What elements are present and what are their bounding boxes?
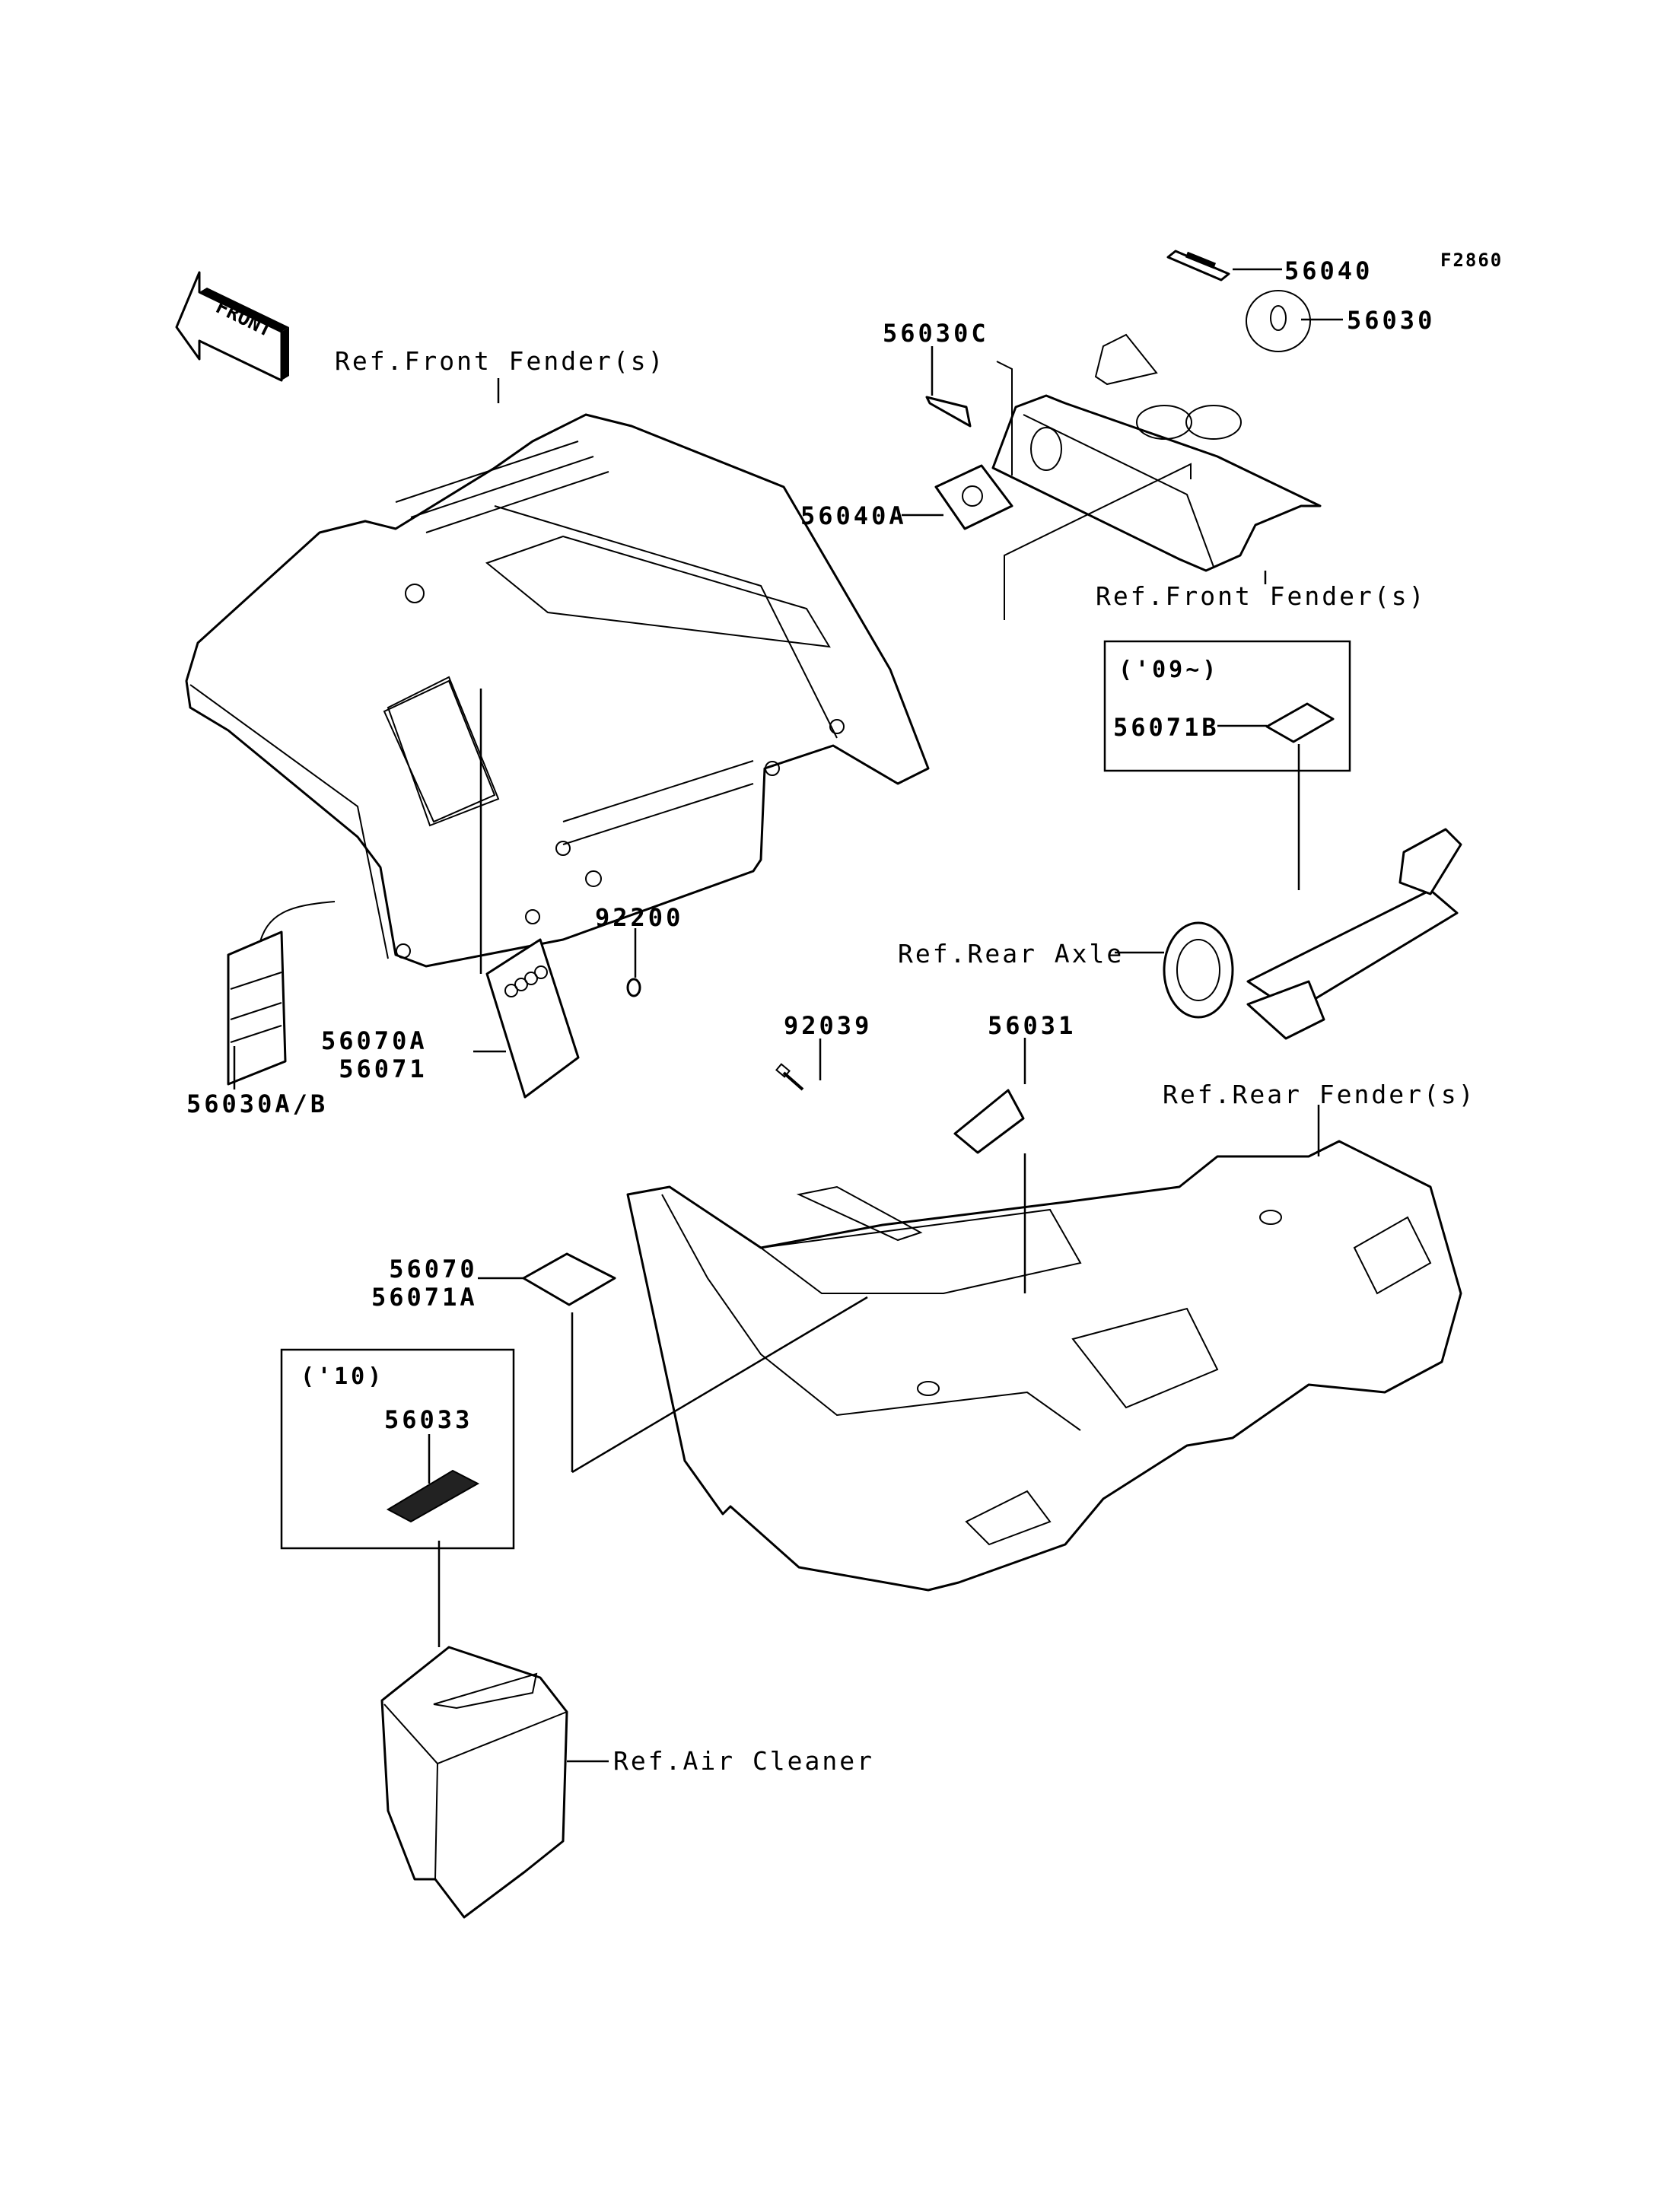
ref-front-fender-right[interactable]: Ref.Front Fender(s) [1096, 581, 1427, 611]
part-label-56070A[interactable]: 56070A [321, 1026, 428, 1055]
part-label-92200[interactable]: 92200 [595, 903, 684, 932]
front-fender-left-drawing [185, 413, 930, 968]
nut-92200-shape [626, 978, 641, 997]
part-label-92039[interactable]: 92039 [784, 1011, 873, 1040]
ref-air-cleaner[interactable]: Ref.Air Cleaner [613, 1746, 875, 1776]
part-label-56071B[interactable]: 56071B [1113, 713, 1220, 742]
part-label-56030C[interactable]: 56030C [883, 319, 989, 348]
label-56040-shape [1166, 250, 1230, 282]
tag-56030AB-shape [227, 901, 336, 1086]
label-56031-shape [953, 1089, 1025, 1154]
ref-rear-fender[interactable]: Ref.Rear Fender(s) [1163, 1080, 1476, 1109]
variant-year-10: ('10) [301, 1363, 385, 1390]
variant-box-09 [1103, 640, 1351, 772]
ref-rear-axle[interactable]: Ref.Rear Axle [898, 939, 1125, 969]
part-label-56071[interactable]: 56071 [339, 1054, 428, 1083]
part-label-56040[interactable]: 56040 [1284, 256, 1373, 285]
part-label-56030[interactable]: 56030 [1347, 306, 1436, 335]
air-cleaner-drawing [380, 1646, 568, 1919]
ref-front-fender-left[interactable]: Ref.Front Fender(s) [335, 346, 666, 376]
part-label-56070[interactable]: 56070 [389, 1255, 478, 1283]
leader-lines [233, 268, 1343, 1763]
part-label-56040A[interactable]: 56040A [800, 501, 907, 530]
rear-fender-drawing [626, 1140, 1462, 1592]
label-56071B-shape [1265, 702, 1335, 743]
part-label-56070-56071A[interactable]: 56070 56071A [371, 1255, 478, 1312]
part-label-56031[interactable]: 56031 [988, 1011, 1077, 1040]
variant-box-10 [280, 1348, 515, 1550]
front-fender-right-drawing [991, 333, 1322, 620]
figure-id: F2860 [1440, 250, 1503, 271]
variant-year-09: ('09~) [1118, 657, 1220, 683]
label-56070-shape [522, 1252, 616, 1306]
part-label-56071A[interactable]: 56071A [371, 1282, 478, 1312]
label-56030C-shape [925, 396, 972, 428]
part-label-56030AB[interactable]: 56030A/B [186, 1089, 329, 1118]
label-56040A-shape [934, 464, 1013, 530]
label-56030-shape [1246, 290, 1311, 352]
label-56033-shape [386, 1469, 480, 1523]
label-56070A-shape [485, 938, 580, 1099]
part-label-56033[interactable]: 56033 [384, 1405, 473, 1434]
part-label-56070A-56071[interactable]: 56070A 56071 [321, 1027, 428, 1083]
front-arrow-icon: FRONT [175, 271, 289, 382]
rivet-92039-shape [775, 1063, 804, 1091]
rear-axle-drawing [1163, 828, 1462, 1040]
